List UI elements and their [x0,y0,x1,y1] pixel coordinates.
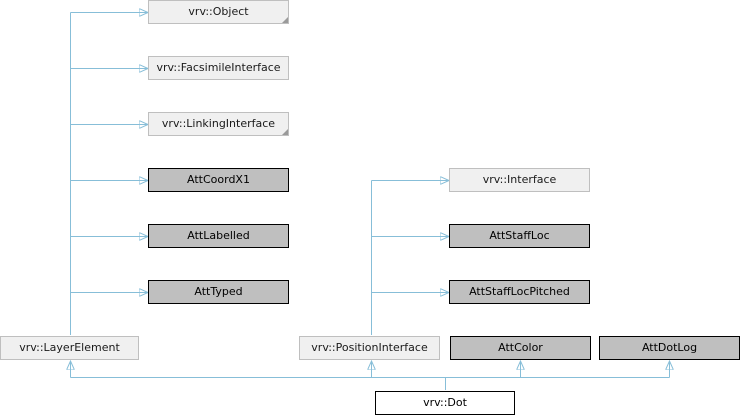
node-label: AttStaffLocPitched [469,285,570,298]
node-att-coord-x1[interactable]: AttCoordX1 [148,168,289,192]
node-label: vrv::Interface [482,173,557,186]
node-vrv-layer-element[interactable]: vrv::LayerElement [0,336,139,360]
node-att-dot-log[interactable]: AttDotLog [599,336,740,360]
node-label: AttColor [498,341,543,354]
node-label: AttDotLog [641,341,698,354]
node-att-typed[interactable]: AttTyped [148,280,289,304]
node-vrv-interface[interactable]: vrv::Interface [449,168,590,192]
node-att-color[interactable]: AttColor [450,336,591,360]
truncated-marker-icon [282,17,288,23]
node-label: vrv::PositionInterface [311,341,428,354]
node-vrv-dot: vrv::Dot [375,391,515,415]
node-att-labelled[interactable]: AttLabelled [148,224,289,248]
node-label: AttStaffLoc [489,229,550,242]
node-vrv-object[interactable]: vrv::Object [148,0,289,24]
node-label: vrv::FacsimileInterface [156,61,281,74]
node-vrv-position-interface[interactable]: vrv::PositionInterface [299,336,440,360]
node-label: AttCoordX1 [187,173,250,186]
node-label: vrv::Object [188,5,249,18]
node-label: vrv::LayerElement [19,341,120,354]
node-vrv-facsimile-interface[interactable]: vrv::FacsimileInterface [148,56,289,80]
node-label: AttLabelled [187,229,250,242]
node-vrv-linking-interface[interactable]: vrv::LinkingInterface [148,112,289,136]
node-label: vrv::Dot [423,396,467,409]
node-att-staff-loc[interactable]: AttStaffLoc [449,224,590,248]
truncated-marker-icon [282,129,288,135]
node-label: vrv::LinkingInterface [161,117,276,130]
node-att-staff-loc-pitched[interactable]: AttStaffLocPitched [449,280,590,304]
node-label: AttTyped [194,285,243,298]
